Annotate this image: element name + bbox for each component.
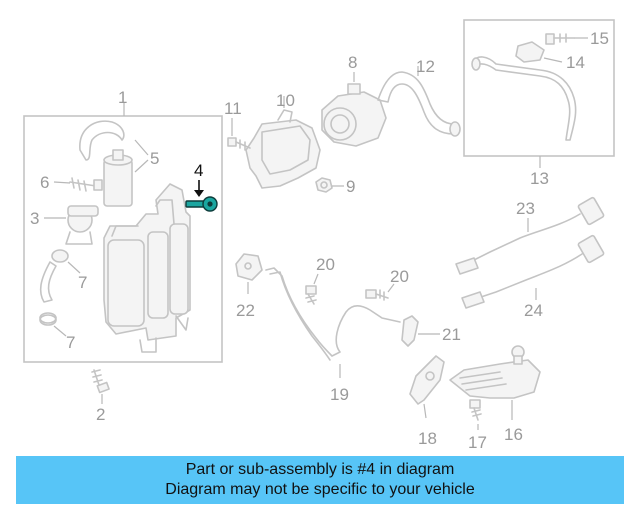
hose-part-12: 12 — [377, 57, 461, 137]
callout-22: 22 — [236, 301, 255, 320]
callout-6: 6 — [40, 173, 49, 192]
hose-part-5: 5 — [79, 120, 159, 207]
bolt-part-17: 17 — [468, 399, 487, 452]
bolt-part-20b: 20 — [365, 267, 409, 301]
assembly-box-13 — [463, 19, 615, 157]
nut-part-9: 9 — [315, 177, 355, 196]
sensor-part-24: 24 — [461, 234, 605, 320]
callout-19: 19 — [330, 385, 349, 404]
callout-17: 17 — [468, 433, 487, 452]
valve-part-3: 3 — [30, 205, 99, 245]
callout-8: 8 — [348, 53, 357, 72]
callout-7a: 7 — [78, 273, 87, 292]
callout-5: 5 — [150, 149, 159, 168]
banner-line-disclaimer: Diagram may not be specific to your vehi… — [165, 481, 475, 498]
callout-18: 18 — [418, 429, 437, 448]
banner-line-part-info: Part or sub-assembly is #4 in diagram — [185, 461, 455, 478]
callout-12: 12 — [416, 57, 435, 76]
clip-part-21: 21 — [401, 315, 461, 347]
canister-assembly-group: 1 5 6 3 — [23, 88, 223, 363]
pipe-part-14: 14 — [471, 41, 585, 141]
callout-10: 10 — [276, 91, 295, 110]
callout-23: 23 — [516, 199, 535, 218]
bracket-part-22: 22 — [235, 253, 263, 320]
bracket-part-10: 10 — [245, 91, 321, 189]
callout-2: 2 — [96, 405, 105, 424]
sensor-part-23: 23 — [455, 196, 605, 275]
bolt-part-15: 15 — [545, 29, 609, 48]
callout-15: 15 — [590, 29, 609, 48]
clamp-part-7b: 7 — [39, 312, 75, 352]
callout-13: 13 — [530, 169, 549, 188]
gasket-part-18: 18 — [409, 355, 445, 448]
parts-diagram: 1 5 6 3 — [23, 19, 615, 452]
callout-24: 24 — [524, 301, 543, 320]
callout-7b: 7 — [66, 333, 75, 352]
callout-20a: 20 — [316, 255, 335, 274]
bolt-part-2: 2 — [91, 369, 110, 424]
callout-16: 16 — [504, 425, 523, 444]
callout-9: 9 — [346, 177, 355, 196]
callout-1: 1 — [118, 88, 127, 107]
assembly-box-1 — [23, 115, 223, 363]
canister-body — [103, 183, 191, 353]
callout-4: 4 — [194, 161, 203, 180]
callout-20b: 20 — [390, 267, 409, 286]
bolt-part-11: 11 — [224, 99, 251, 151]
pipe-assembly-group: 13 14 15 — [463, 19, 615, 188]
bolt-part-6: 6 — [40, 173, 103, 192]
bolt-part-20a: 20 — [305, 255, 335, 305]
highlighted-bolt-part-4: 4 — [185, 161, 218, 212]
callout-11: 11 — [224, 99, 242, 118]
pump-part-8: 8 — [321, 53, 387, 147]
callout-14: 14 — [566, 53, 585, 72]
pipe-part-19: 19 — [265, 267, 401, 404]
cooler-part-16: 16 — [449, 345, 541, 444]
hose-part-7a: 7 — [39, 249, 87, 303]
callout-3: 3 — [30, 209, 39, 228]
callout-21: 21 — [442, 325, 461, 344]
info-banner: Part or sub-assembly is #4 in diagram Di… — [16, 456, 624, 504]
